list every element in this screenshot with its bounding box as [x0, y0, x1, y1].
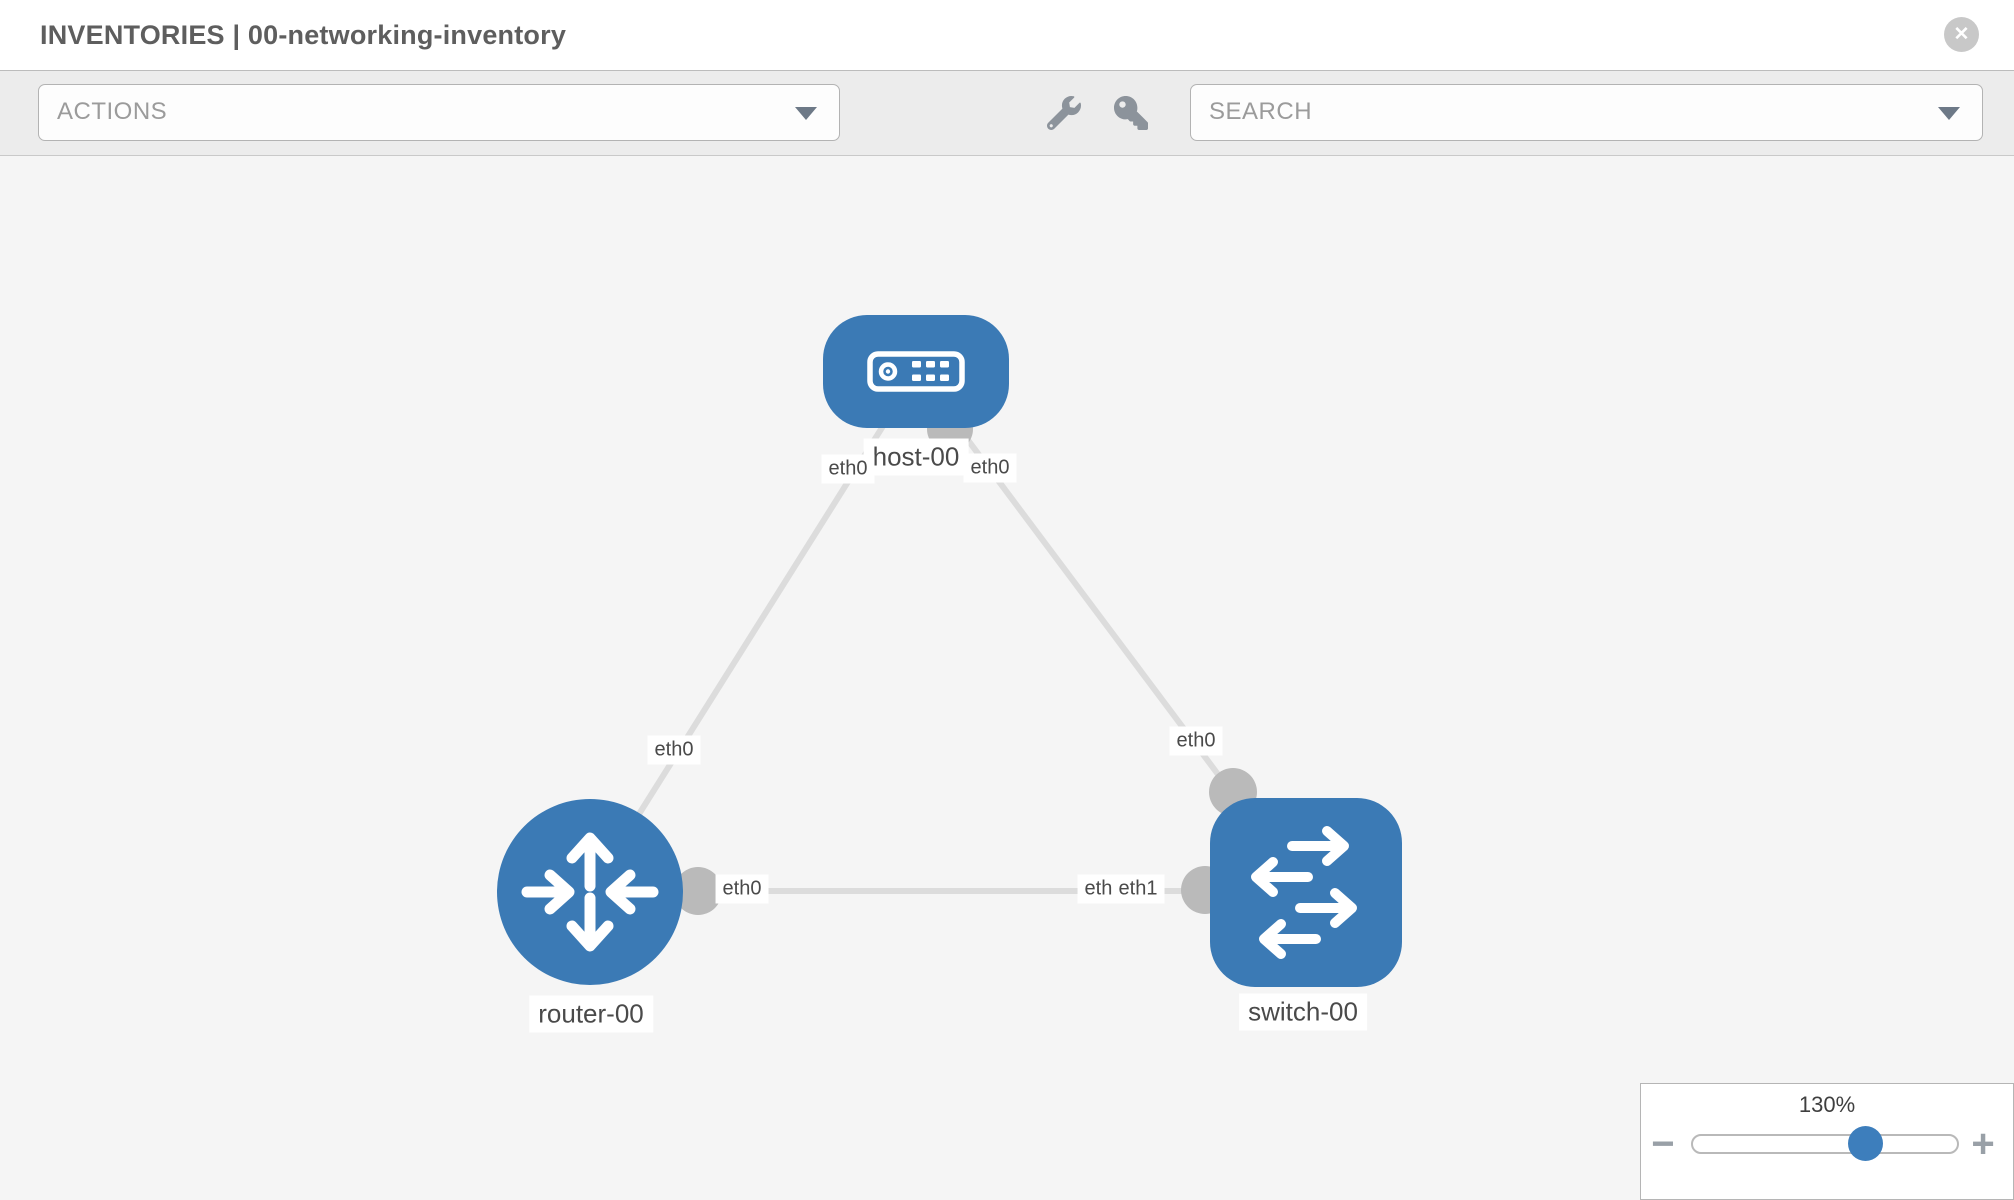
actions-dropdown-label: ACTIONS: [57, 98, 168, 125]
search-dropdown[interactable]: SEARCH: [1190, 84, 1983, 141]
interface-connector-router[interactable]: [674, 867, 722, 915]
topology-canvas[interactable]: host-00 router-00 switch-00 eth0 eth0 et…: [0, 156, 2014, 1200]
switch-icon: [1251, 826, 1357, 959]
chevron-down-icon: [1938, 107, 1960, 120]
interface-label-host-switch-switch: eth0: [1169, 726, 1223, 756]
interface-label-router-switch-switch-front: eth1: [1111, 874, 1165, 904]
key-icon: [1114, 96, 1148, 130]
header-bar: INVENTORIES | 00-networking-inventory ✕: [0, 0, 2014, 70]
node-switch-00[interactable]: [1210, 798, 1402, 987]
node-host-00[interactable]: [823, 315, 1009, 428]
actions-dropdown[interactable]: ACTIONS: [38, 84, 840, 141]
node-label-switch-00: switch-00: [1239, 993, 1367, 1031]
page-title: INVENTORIES | 00-networking-inventory: [40, 20, 567, 50]
host-icon: [867, 351, 965, 392]
key-button[interactable]: [1114, 95, 1150, 131]
close-button[interactable]: ✕: [1944, 17, 1979, 52]
zoom-in-button[interactable]: +: [1971, 1122, 1995, 1166]
close-icon: ✕: [1953, 24, 1970, 45]
search-dropdown-label: SEARCH: [1209, 98, 1313, 125]
wrench-button[interactable]: [1047, 95, 1083, 131]
zoom-out-button[interactable]: −: [1651, 1122, 1675, 1166]
interface-label-host-router-router: eth0: [647, 735, 701, 765]
node-label-router-00: router-00: [529, 995, 653, 1033]
router-icon: [521, 832, 659, 952]
zoom-level: 130%: [1798, 1092, 1856, 1117]
wrench-icon: [1047, 96, 1081, 130]
interface-label-host-router-host: eth0: [821, 454, 875, 484]
zoom-slider-thumb[interactable]: [1848, 1126, 1883, 1161]
interface-label-host-switch-host: eth0: [963, 453, 1017, 483]
toolbar: ACTIONS SEARCH: [0, 70, 2014, 156]
node-router-00[interactable]: [497, 799, 683, 985]
zoom-panel: 130% − +: [1640, 1083, 2014, 1200]
node-label-host-00: host-00: [863, 438, 969, 476]
chevron-down-icon: [795, 107, 817, 120]
zoom-slider-track[interactable]: [1691, 1126, 1959, 1161]
interface-label-router-switch-router: eth0: [715, 874, 769, 904]
